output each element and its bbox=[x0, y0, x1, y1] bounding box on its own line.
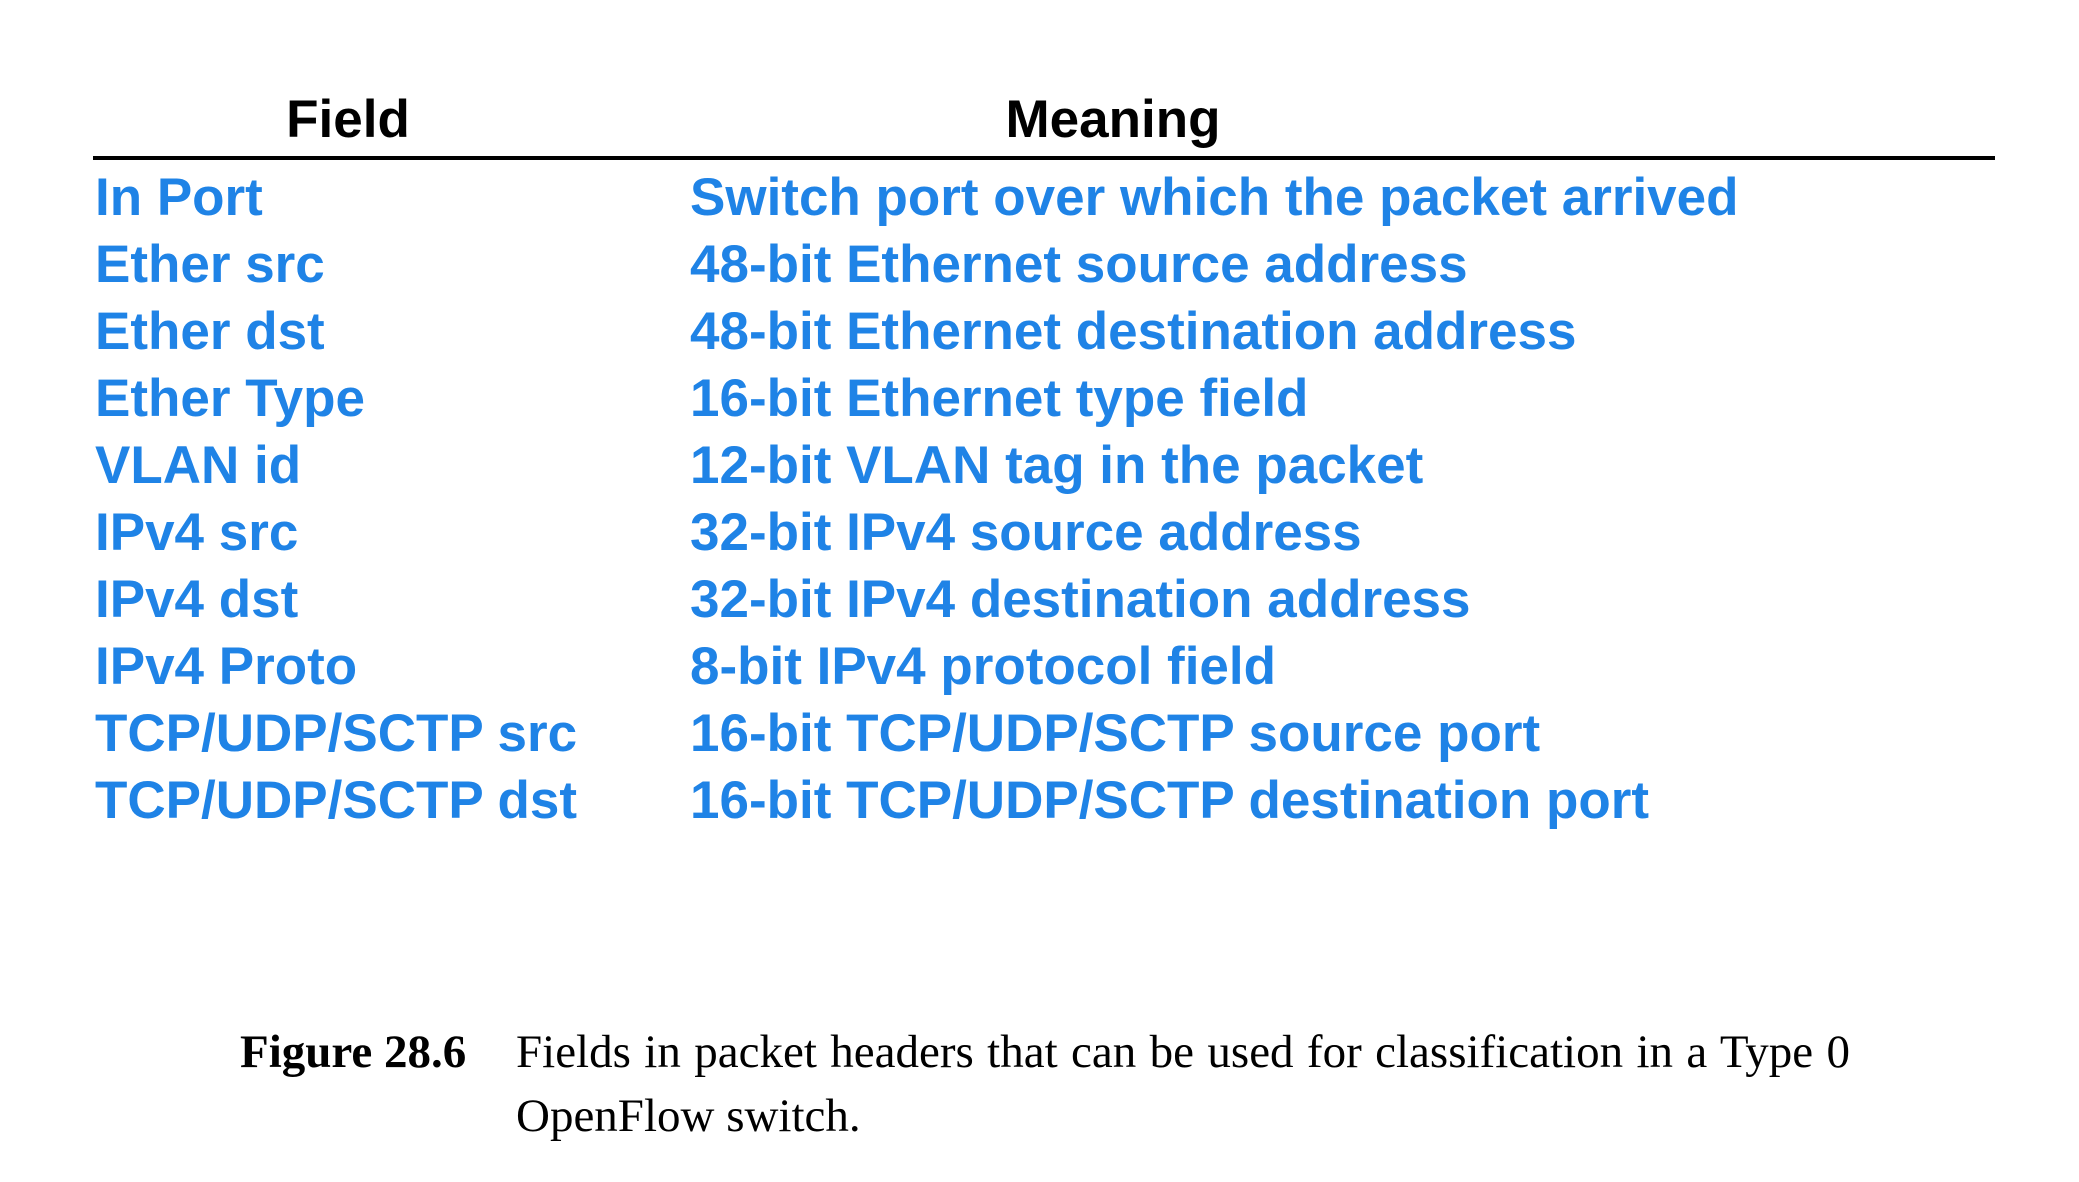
table-row: Ether Type 16-bit Ethernet type field bbox=[93, 365, 1995, 432]
field-cell: In Port bbox=[95, 168, 263, 227]
meaning-cell: 16-bit Ethernet type field bbox=[690, 369, 1309, 428]
meaning-cell: 48-bit Ethernet source address bbox=[690, 235, 1468, 294]
field-cell: VLAN id bbox=[95, 436, 302, 495]
table-row: IPv4 Proto 8-bit IPv4 protocol field bbox=[93, 633, 1995, 700]
field-cell: IPv4 dst bbox=[95, 570, 299, 629]
table-row: TCP/UDP/SCTP dst 16-bit TCP/UDP/SCTP des… bbox=[93, 767, 1995, 834]
table-body: In Port Switch port over which the packe… bbox=[93, 160, 1995, 834]
header-meaning: Meaning bbox=[1005, 90, 1221, 149]
field-cell: IPv4 Proto bbox=[95, 637, 358, 696]
field-cell: IPv4 src bbox=[95, 503, 299, 562]
table-row: Ether src 48-bit Ethernet source address bbox=[93, 231, 1995, 298]
meaning-cell: 16-bit TCP/UDP/SCTP source port bbox=[690, 704, 1541, 763]
field-cell: TCP/UDP/SCTP src bbox=[95, 704, 578, 763]
fields-table: Field Meaning In Port Switch port over w… bbox=[93, 88, 1995, 834]
header-field: Field bbox=[286, 90, 410, 149]
meaning-cell: 48-bit Ethernet destination address bbox=[690, 302, 1577, 361]
table-row: IPv4 dst 32-bit IPv4 destination address bbox=[93, 566, 1995, 633]
caption-label: Figure 28.6 bbox=[240, 1026, 467, 1078]
field-cell: Ether dst bbox=[95, 302, 325, 361]
meaning-cell: 32-bit IPv4 destination address bbox=[690, 570, 1471, 629]
meaning-cell: 12-bit VLAN tag in the packet bbox=[690, 436, 1424, 495]
table-row: TCP/UDP/SCTP src 16-bit TCP/UDP/SCTP sou… bbox=[93, 700, 1995, 767]
meaning-cell: 8-bit IPv4 protocol field bbox=[690, 637, 1277, 696]
table-row: IPv4 src 32-bit IPv4 source address bbox=[93, 499, 1995, 566]
meaning-cell: Switch port over which the packet arrive… bbox=[690, 168, 1739, 227]
table-row: Ether dst 48-bit Ethernet destination ad… bbox=[93, 298, 1995, 365]
table-header: Field Meaning bbox=[93, 88, 1995, 160]
field-cell: Ether Type bbox=[95, 369, 365, 428]
field-cell: TCP/UDP/SCTP dst bbox=[95, 771, 577, 830]
meaning-cell: 16-bit TCP/UDP/SCTP destination port bbox=[690, 771, 1649, 830]
figure-caption: Figure 28.6 Fields in packet headers tha… bbox=[240, 1020, 1850, 1148]
table-row: VLAN id 12-bit VLAN tag in the packet bbox=[93, 432, 1995, 499]
caption-text: Fields in packet headers that can be use… bbox=[516, 1026, 1850, 1142]
table-row: In Port Switch port over which the packe… bbox=[93, 164, 1995, 231]
field-cell: Ether src bbox=[95, 235, 325, 294]
meaning-cell: 32-bit IPv4 source address bbox=[690, 503, 1362, 562]
